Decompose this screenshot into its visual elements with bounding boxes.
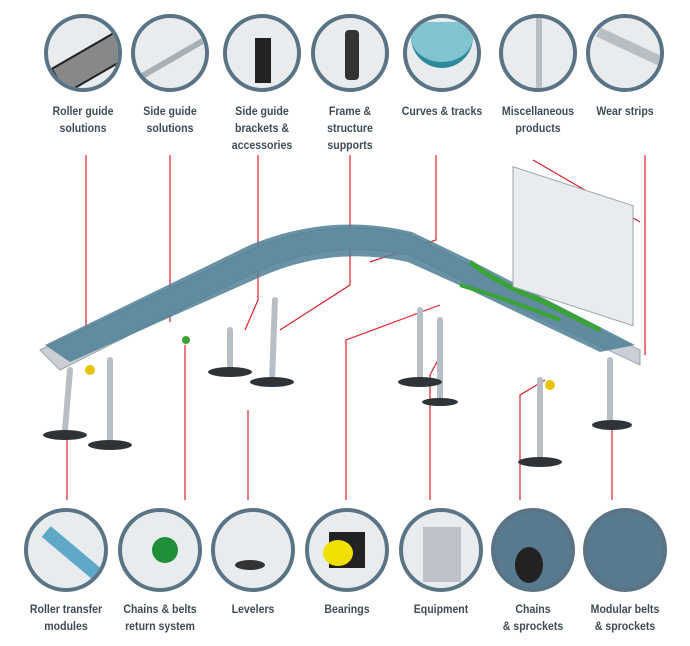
modular-belts-sprockets-thumbnail[interactable]	[583, 508, 667, 592]
callout-line	[279, 155, 351, 331]
miscellaneous-products-thumbnail[interactable]	[499, 14, 577, 92]
roller-guide-solutions-thumbnail[interactable]	[44, 14, 122, 92]
side-guide-solutions-thumbnail[interactable]	[131, 14, 209, 92]
frame-supports-thumbnail[interactable]	[311, 14, 389, 92]
callout-line	[429, 359, 439, 500]
bearings-thumbnail[interactable]	[305, 508, 389, 592]
label-equipment: Equipment	[413, 602, 469, 616]
callout-line	[244, 155, 259, 331]
chains-belts-return-thumbnail[interactable]	[118, 508, 202, 592]
callout-line	[519, 379, 546, 500]
label-bearings: Bearings	[324, 602, 370, 616]
callout-line	[345, 304, 441, 500]
label-wear-strips: Wear strips	[596, 104, 654, 118]
label-chains-sprockets: Chains& sprockets	[502, 602, 564, 633]
wear-strips-thumbnail[interactable]	[586, 14, 664, 92]
side-guide-brackets-thumbnail[interactable]	[223, 14, 301, 92]
label-levelers: Levelers	[231, 602, 275, 616]
chains-sprockets-thumbnail[interactable]	[491, 508, 575, 592]
conveyor	[39, 166, 641, 467]
roller-transfer-modules-thumbnail[interactable]	[24, 508, 108, 592]
curves-tracks-thumbnail[interactable]	[403, 14, 481, 92]
label-curves-tracks: Curves & tracks	[401, 104, 483, 118]
label-modular-belts-sprockets: Modular belts& sprockets	[590, 602, 660, 633]
equipment-thumbnail[interactable]	[399, 508, 483, 592]
levelers-thumbnail[interactable]	[211, 508, 295, 592]
